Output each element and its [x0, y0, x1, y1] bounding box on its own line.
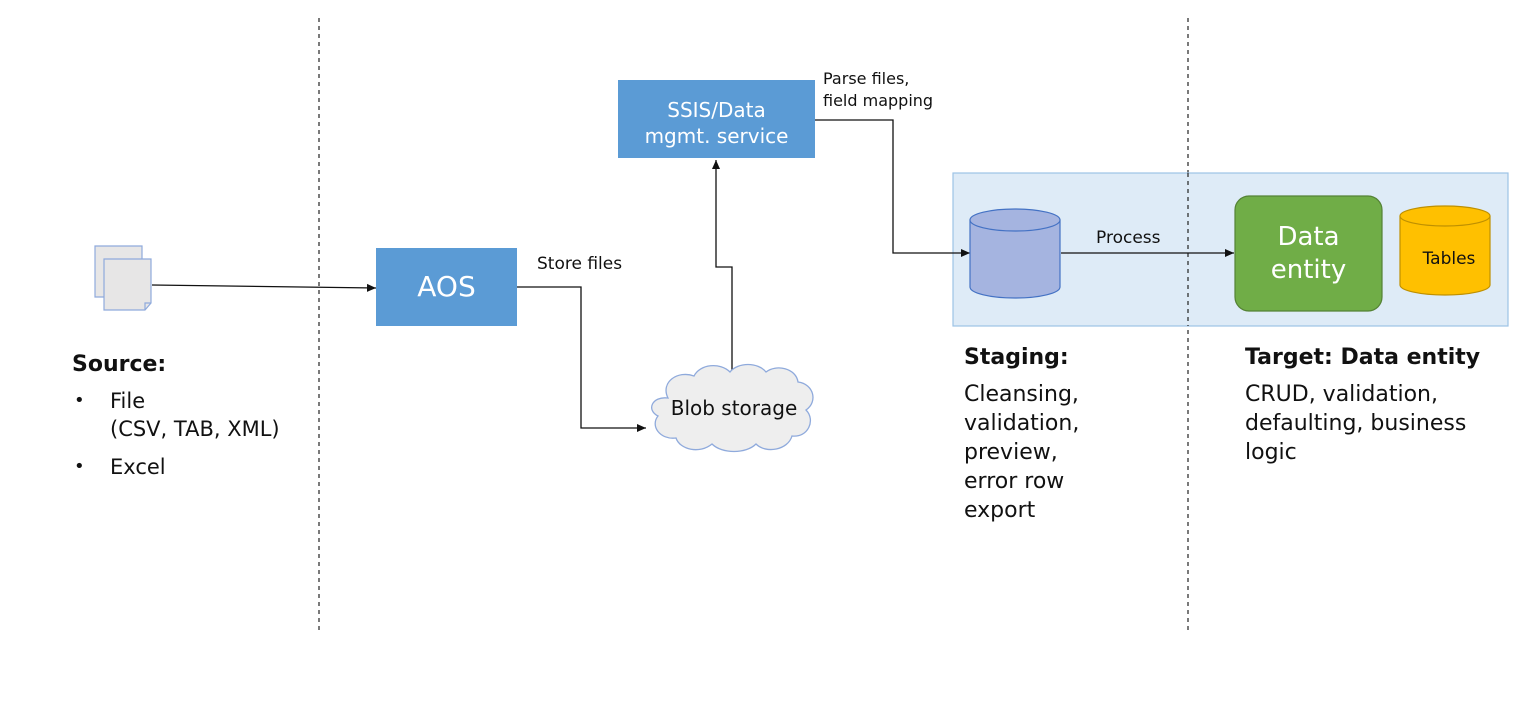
ssis-label-line2: mgmt. service [645, 124, 789, 148]
source-title: Source: [72, 352, 167, 377]
process-label: Process [1096, 228, 1161, 248]
staging-line: export [964, 498, 1036, 523]
file-icon [94, 245, 152, 311]
staging-line: preview, [964, 440, 1058, 465]
aos-box [376, 248, 517, 326]
target-line: logic [1245, 440, 1297, 465]
arrow-blob-to-ssis [712, 160, 733, 376]
source-list: File (CSV, TAB, XML) Excel [72, 387, 280, 481]
source-item-excel-label: Excel [110, 455, 166, 479]
arrow-ssis-to-staging [815, 119, 970, 257]
arrow-source-to-aos [151, 283, 377, 292]
staging-line: error row [964, 469, 1065, 494]
source-item-file-label: File [110, 389, 146, 413]
aos-label: AOS [417, 270, 475, 303]
data-entity-box [1234, 195, 1383, 312]
staging-title: Staging: [964, 345, 1069, 370]
data-entity-line1: Data [1277, 222, 1339, 252]
target-title: Target: Data entity [1245, 345, 1481, 370]
source-item-excel: Excel [72, 453, 280, 481]
staging-cylinder [969, 208, 1061, 299]
staging-section: Staging: Cleansing, validation, preview,… [964, 345, 1079, 525]
parse-files-label-line1: Parse files, [823, 69, 909, 88]
target-line: CRUD, validation, [1245, 382, 1438, 407]
parse-files-label-line2: field mapping [823, 91, 933, 110]
ssis-box [618, 80, 815, 158]
staging-line: validation, [964, 411, 1080, 436]
target-section: Target: Data entity CRUD, validation, de… [1245, 345, 1480, 467]
source-item-file: File (CSV, TAB, XML) [72, 387, 280, 443]
store-files-label: Store files [537, 254, 622, 274]
data-entity-line2: entity [1271, 255, 1346, 285]
tables-cylinder [1399, 205, 1491, 296]
ssis-label-line1: SSIS/Data [667, 98, 765, 122]
target-line: defaulting, business [1245, 411, 1467, 436]
source-item-file-formats: (CSV, TAB, XML) [110, 417, 280, 441]
tables-label: Tables [1422, 249, 1476, 269]
blob-storage-cloud [651, 363, 814, 453]
staging-line: Cleansing, [964, 382, 1079, 407]
blob-label: Blob storage [671, 396, 798, 420]
source-section: Source: File (CSV, TAB, XML) Excel [72, 352, 280, 491]
arrow-aos-to-blob [517, 286, 646, 432]
